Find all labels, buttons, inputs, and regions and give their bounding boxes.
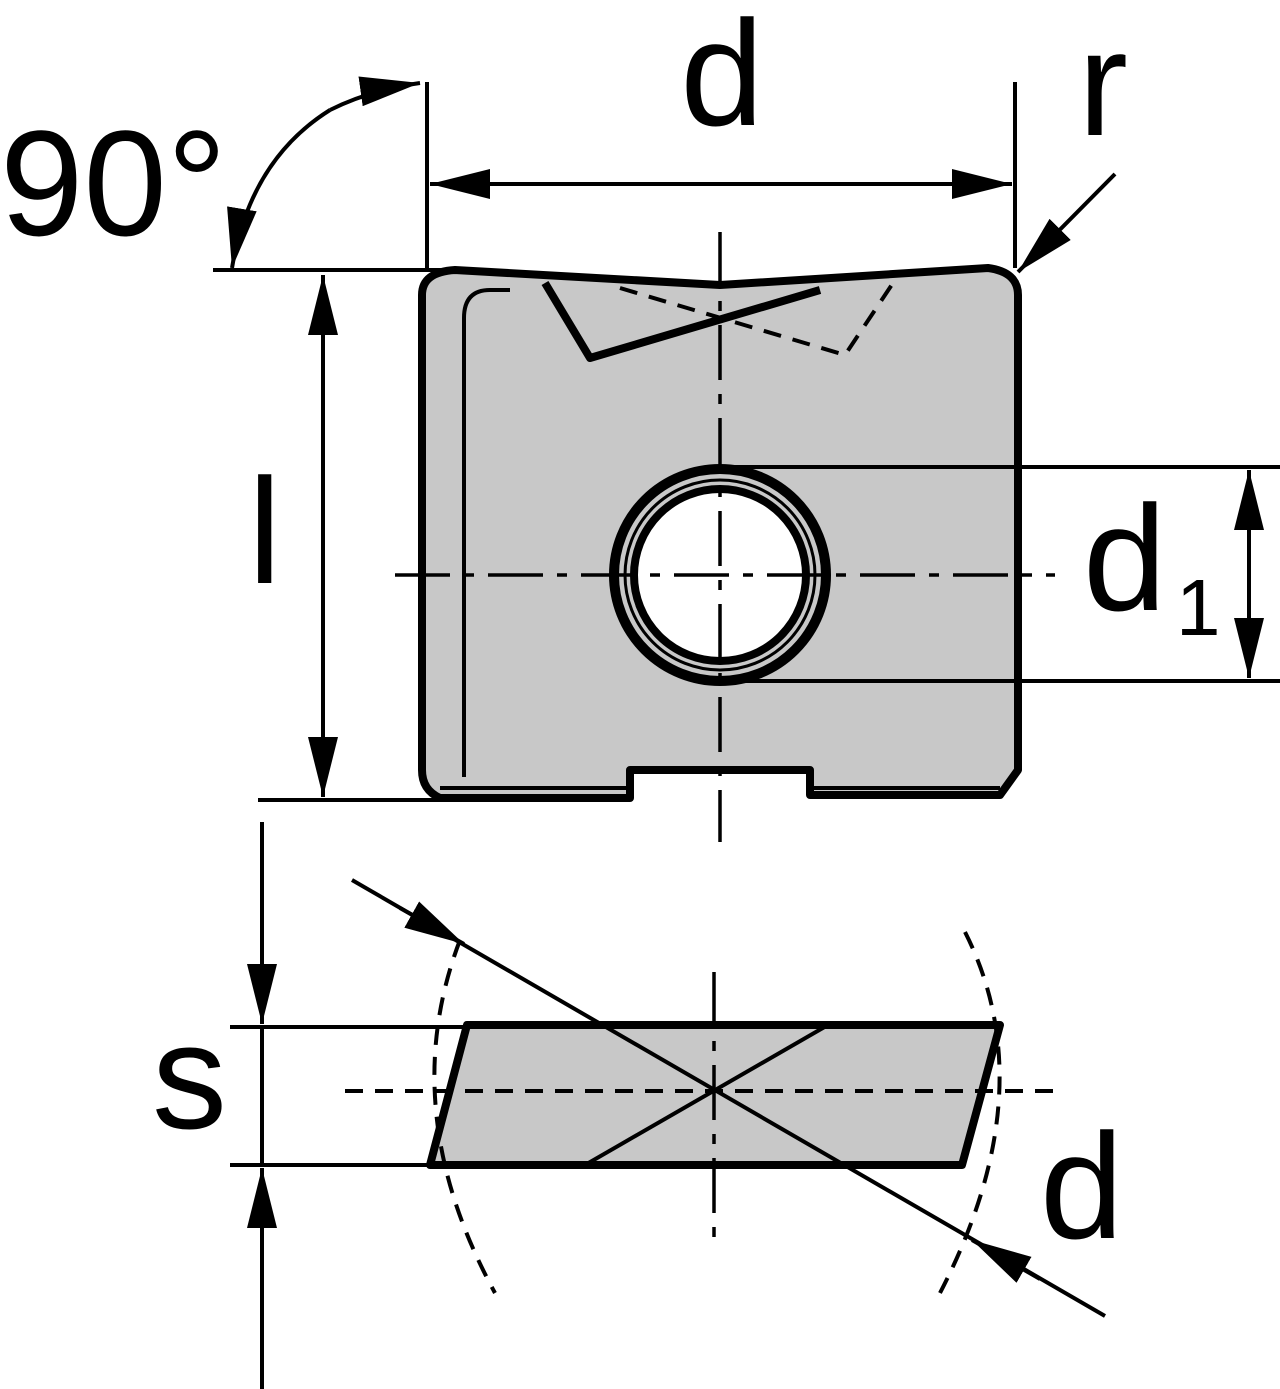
arrow-d-lower: [971, 1238, 1041, 1283]
label-d-side: d: [1040, 1102, 1123, 1270]
dimension-s: s: [152, 822, 470, 1389]
insert-top-view: [395, 232, 1055, 842]
leader-r: [1016, 172, 1117, 274]
label-r: r: [1078, 0, 1128, 167]
label-l: l: [248, 447, 281, 615]
dimension-angle: 90°: [0, 76, 450, 272]
label-s: s: [152, 992, 227, 1160]
label-d1-subscript: 1: [1176, 563, 1221, 652]
insert-side-view: d: [345, 878, 1123, 1318]
inscribed-circle-left-arc: [432, 939, 497, 1294]
dimension-d-top: d: [425, 0, 1017, 268]
chip-groove: [541, 280, 822, 362]
diagonal-right: [584, 1023, 829, 1167]
dimension-r: r: [1016, 0, 1128, 274]
angle-arc: [227, 108, 332, 269]
dimension-d1: d 1: [720, 465, 1280, 683]
inscribed-circle-right-arc: [938, 931, 1002, 1294]
dimension-l: l: [248, 275, 445, 802]
arrow-d-upper: [399, 901, 465, 946]
angle-arc-upper: [329, 76, 421, 112]
label-angle: 90°: [0, 99, 227, 267]
insert-inner-edge: [462, 288, 510, 777]
label-d-top: d: [680, 0, 763, 157]
label-d1: d: [1083, 474, 1166, 642]
